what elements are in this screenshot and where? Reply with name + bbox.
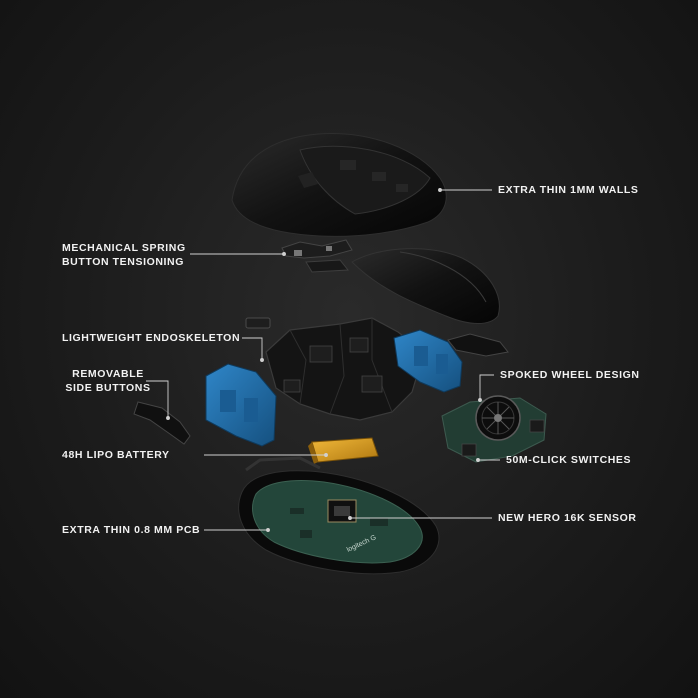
label-mechanical-spring: MECHANICAL SPRING BUTTON TENSIONING xyxy=(62,242,186,268)
label-lipo-battery: 48H LIPO BATTERY xyxy=(62,449,170,461)
endoskeleton-frame xyxy=(265,317,425,421)
label-thin-pcb: EXTRA THIN 0.8 MM PCB xyxy=(62,524,201,536)
top-shell xyxy=(231,132,447,237)
spring-tensioning-parts xyxy=(281,239,353,273)
blue-side-mount-left xyxy=(205,363,277,447)
blue-side-mount-right xyxy=(393,329,463,393)
removable-side-button-part xyxy=(133,401,191,445)
leader-side-buttons xyxy=(146,380,169,418)
label-removable-side-buttons: REMOVABLE SIDE BUTTONS xyxy=(65,368,151,394)
label-extra-thin-walls: EXTRA THIN 1MM WALLS xyxy=(498,184,639,196)
leader-lines xyxy=(146,188,500,532)
label-lightweight-endoskeleton: LIGHTWEIGHT ENDOSKELETON xyxy=(62,332,241,344)
label-click-switches: 50M-CLICK SWITCHES xyxy=(506,454,632,466)
label-spoked-wheel: SPOKED WHEEL DESIGN xyxy=(500,369,640,381)
lipo-battery xyxy=(308,437,379,464)
wheel-assembly xyxy=(441,395,547,463)
small-right-button-part xyxy=(447,333,509,357)
pcb-base: logitech G xyxy=(238,456,440,575)
palm-cover xyxy=(351,248,500,324)
label-hero-sensor: NEW HERO 16K SENSOR xyxy=(498,512,637,524)
leader-endoskeleton xyxy=(242,337,263,360)
leader-wheel xyxy=(479,374,494,400)
small-clip-part xyxy=(245,317,271,329)
